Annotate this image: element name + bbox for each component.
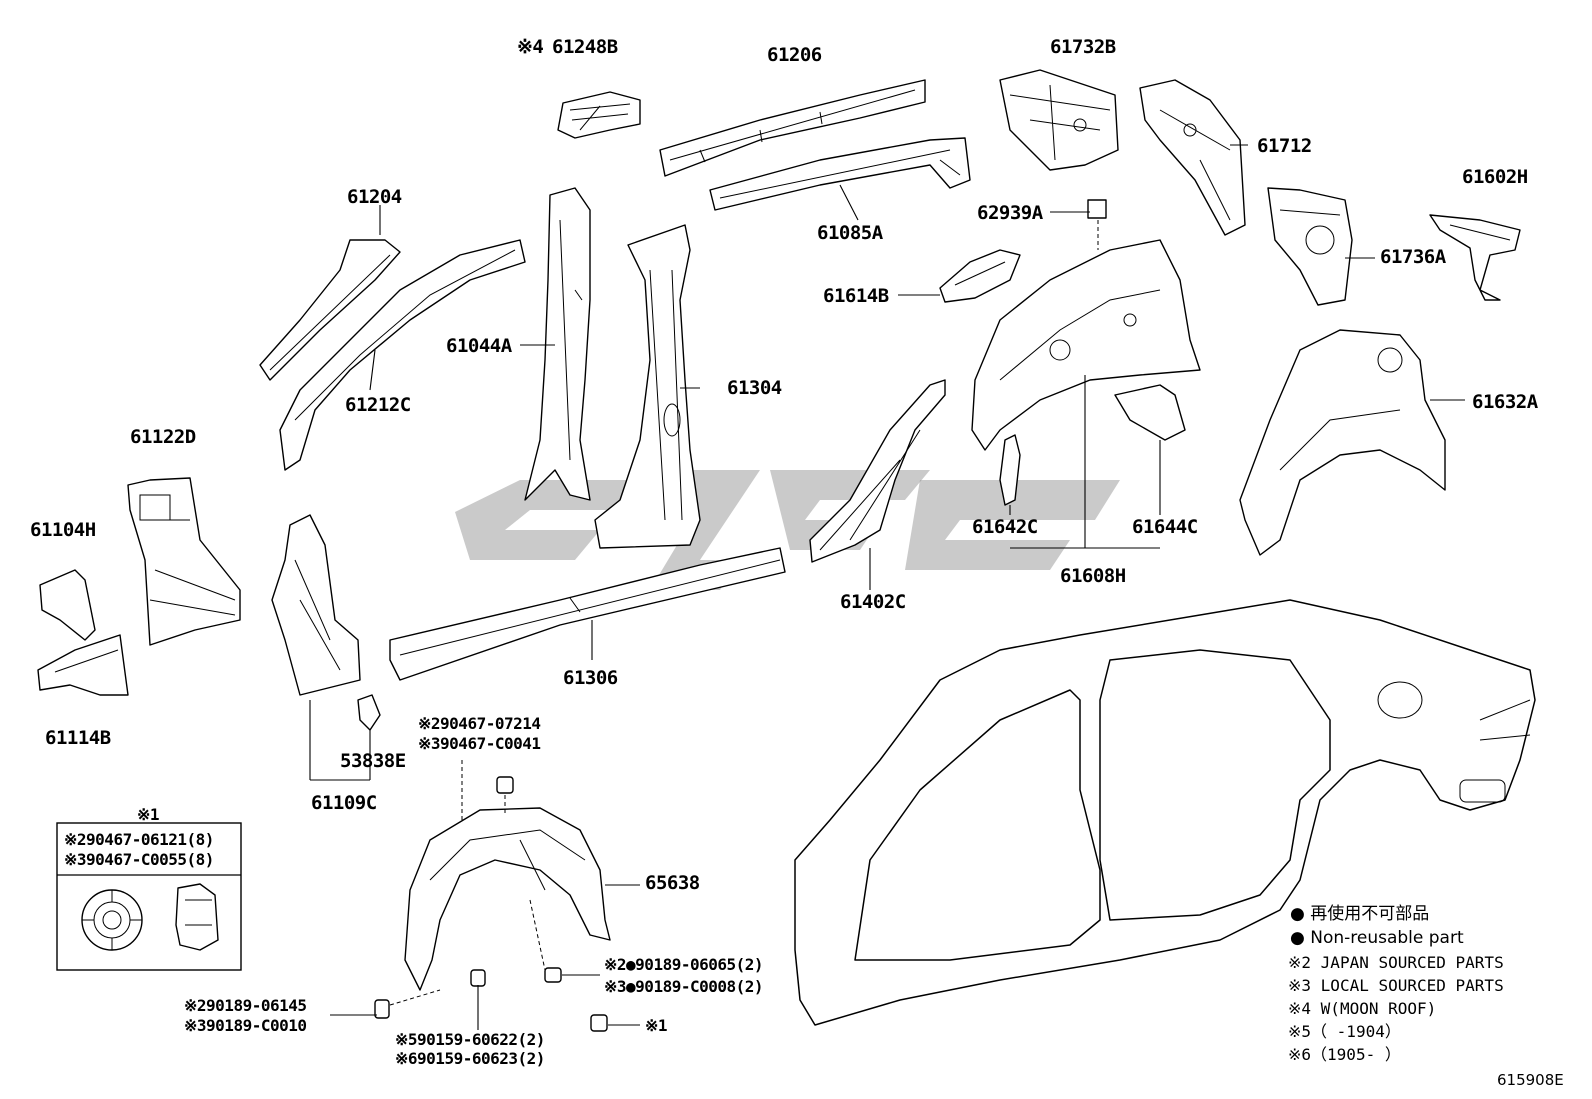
diagram-code: 615908E: [1497, 1071, 1564, 1089]
part-65638-label[interactable]: 65638: [645, 872, 700, 894]
part-61104H-drawing: [39, 569, 96, 641]
legend-non-reusable-en: ● Non-reusable part: [1290, 928, 1464, 948]
part-61248B-mark: ※4: [517, 36, 544, 58]
part-61114B-drawing: [37, 634, 129, 696]
part-61204-drawing: [259, 239, 401, 381]
part-61736A-label[interactable]: 61736A: [1380, 246, 1446, 268]
fastener-90189-06145-label[interactable]: ※290189-06145: [184, 996, 307, 1015]
part-62939A-drawing: [1087, 199, 1107, 219]
part-61206-label[interactable]: 61206: [767, 44, 822, 66]
part-61642C-drawing: [999, 434, 1021, 506]
part-61732B-label[interactable]: 61732B: [1050, 36, 1116, 58]
part-61109C-label[interactable]: 61109C: [311, 792, 377, 814]
part-61736A-drawing: [1267, 187, 1353, 306]
part-61402C-label[interactable]: 61402C: [840, 591, 906, 613]
part-61085A-drawing: [709, 137, 971, 211]
vehicle-body-drawing: [794, 599, 1536, 1026]
part-61206-drawing: [659, 79, 926, 177]
part-61212C-drawing: [279, 239, 526, 471]
part-61608H-label[interactable]: 61608H: [1060, 565, 1126, 587]
part-61712-drawing: [1139, 79, 1246, 236]
legend-moon-roof: ※4 W(MOON ROOF): [1288, 999, 1437, 1018]
part-61644C-label[interactable]: 61644C: [1132, 516, 1198, 538]
part-61204-label[interactable]: 61204: [347, 186, 402, 208]
part-61614B-label[interactable]: 61614B: [823, 285, 889, 307]
part-53838E-drawing: [357, 694, 381, 731]
part-62939A-label[interactable]: 62939A: [977, 202, 1043, 224]
fastener-90467-C0041-label[interactable]: ※390467-C0041: [418, 734, 541, 753]
part-61712-label[interactable]: 61712: [1257, 135, 1312, 157]
part-61248B-drawing: [557, 91, 641, 139]
part-61044A-drawing: [524, 187, 591, 501]
part-61304-drawing: [594, 224, 701, 549]
fastener-clip-ref-label[interactable]: ※1: [645, 1016, 668, 1035]
inset-line-2[interactable]: ※390467-C0055(8): [64, 850, 214, 869]
inset-title: ※1: [137, 805, 160, 824]
legend-local-sourced: ※3 LOCAL SOURCED PARTS: [1288, 976, 1504, 995]
part-61306-drawing: [389, 547, 786, 681]
part-53838E-label[interactable]: 53838E: [340, 750, 406, 772]
part-61402C-drawing: [809, 379, 946, 563]
part-61632A-drawing: [1239, 329, 1446, 556]
legend-date-range-5: ※5（ -1904）: [1288, 1022, 1401, 1041]
inset-clip-box: [56, 822, 242, 971]
leader-lines: [309, 144, 1465, 1030]
part-61104H-label[interactable]: 61104H: [30, 519, 96, 541]
fastener-90189-C0008-label[interactable]: ※3●90189-C0008(2): [604, 977, 764, 996]
fastener-90159-60623-label[interactable]: ※690159-60623(2): [395, 1049, 545, 1068]
inset-line-1[interactable]: ※290467-06121(8): [64, 830, 214, 849]
part-61642C-label[interactable]: 61642C: [972, 516, 1038, 538]
fastener-90189-C0010-label[interactable]: ※390189-C0010: [184, 1016, 307, 1035]
part-61085A-label[interactable]: 61085A: [817, 222, 883, 244]
part-61114B-label[interactable]: 61114B: [45, 727, 111, 749]
part-61044A-label[interactable]: 61044A: [446, 335, 512, 357]
part-61122D-label[interactable]: 61122D: [130, 426, 196, 448]
legend-date-range-6: ※6（1905- ）: [1288, 1045, 1401, 1064]
fastener-90467-07214-label[interactable]: ※290467-07214: [418, 714, 541, 733]
fastener-90189-06065-label[interactable]: ※2●90189-06065(2): [604, 955, 764, 974]
part-61644C-drawing: [1114, 384, 1186, 441]
part-61304-label[interactable]: 61304: [727, 377, 782, 399]
part-61602H-drawing: [1429, 214, 1521, 301]
fastener-drawings: [374, 776, 608, 1032]
fastener-90159-60622-label[interactable]: ※590159-60622(2): [395, 1030, 545, 1049]
part-61632A-label[interactable]: 61632A: [1472, 391, 1538, 413]
part-61122D-drawing: [127, 477, 241, 646]
part-61608H-drawing: [971, 239, 1201, 451]
legend-japan-sourced: ※2 JAPAN SOURCED PARTS: [1288, 953, 1504, 972]
part-61614B-drawing: [939, 249, 1021, 303]
part-61306-label[interactable]: 61306: [563, 667, 618, 689]
part-61602H-label[interactable]: 61602H: [1462, 166, 1528, 188]
part-61732B-drawing: [999, 69, 1119, 171]
part-61248B-label[interactable]: 61248B: [552, 36, 618, 58]
part-65638-drawing: [404, 807, 611, 991]
legend-non-reusable-jp: ● 再使用不可部品: [1290, 904, 1430, 924]
part-61212C-label[interactable]: 61212C: [345, 394, 411, 416]
part-61109C-drawing: [271, 514, 361, 696]
